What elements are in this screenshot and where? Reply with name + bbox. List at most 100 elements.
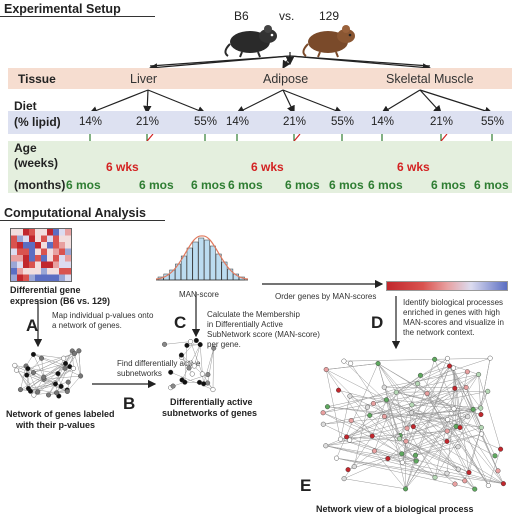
heatmap-cell: [29, 268, 35, 275]
heatmap-cell: [11, 229, 17, 236]
network-node: [417, 372, 423, 378]
network-edge: [343, 360, 459, 470]
heatmap-cell: [29, 229, 35, 236]
network-node: [71, 365, 77, 371]
network-edge: [327, 374, 479, 407]
arrow-to-muscle: [289, 55, 432, 72]
tissue-label: Tissue: [18, 72, 56, 86]
network-edge: [181, 344, 201, 381]
network-edge: [488, 449, 501, 486]
network-edge: [402, 358, 448, 463]
network-node: [71, 350, 77, 356]
network-edge: [434, 359, 489, 486]
network-node: [455, 444, 461, 450]
heatmap-cell: [53, 274, 59, 281]
heatmap-cell: [53, 229, 59, 236]
muscle-6wks: 6 wks: [397, 160, 430, 174]
network-node: [444, 355, 450, 361]
network-edge: [415, 433, 482, 456]
network-edge: [426, 393, 489, 486]
diet-liver-21: 21%: [136, 116, 160, 128]
heatmap-cell: [47, 235, 53, 242]
histogram-bar: [198, 237, 205, 281]
step-c-text-line3: SubNetwork score (MAN-score): [207, 330, 320, 339]
network-edge: [455, 426, 504, 484]
network-edge: [164, 341, 191, 345]
heatmap-cell: [23, 229, 29, 236]
heatmap-cell: [59, 261, 65, 268]
expression-heatmap: [10, 228, 72, 282]
network-edge: [194, 344, 201, 367]
heatmap-cell: [23, 235, 29, 242]
heatmap-cell: [23, 255, 29, 262]
b6-mouse-icon: [222, 18, 282, 58]
diet-adipose-14: 14%: [226, 116, 250, 128]
step-c-text-line4: per gene.: [207, 340, 241, 349]
muscle-21-6mos: 6 mos: [431, 178, 466, 192]
network-edge: [20, 365, 27, 390]
network-node: [65, 379, 71, 385]
network-node: [410, 424, 416, 430]
network-node: [61, 355, 67, 361]
network-edge: [344, 478, 406, 490]
network-node: [383, 397, 389, 403]
heatmap-cell: [47, 274, 53, 281]
network-node: [64, 388, 70, 394]
histogram-bar: [204, 239, 210, 281]
heatmap-cell: [65, 255, 71, 262]
network-node: [381, 384, 387, 390]
heatmap-cell: [35, 255, 41, 262]
network-node: [211, 345, 217, 351]
network-edge: [405, 409, 474, 490]
network-edge: [41, 358, 44, 378]
heatmap-cell: [53, 248, 59, 255]
adipose-14-6mos: 6 mos: [228, 178, 263, 192]
network-edge: [396, 391, 474, 410]
heatmap-cell: [35, 248, 41, 255]
network-node: [54, 390, 60, 396]
network-edge: [181, 340, 197, 358]
step-a-text-line1: Map individual p-values onto: [52, 311, 154, 320]
heatmap-cell: [23, 274, 29, 281]
diet-band: [8, 111, 512, 134]
heatmap-cell: [11, 235, 17, 242]
network-edge: [74, 353, 81, 377]
network-edge: [369, 358, 448, 416]
network-edge: [37, 363, 66, 393]
heatmap-cell: [17, 268, 23, 275]
network-node: [188, 339, 194, 345]
network-caption-line1: Network of genes labeled: [6, 409, 115, 419]
network-node: [404, 425, 410, 431]
network-node: [58, 383, 64, 389]
heatmap-cell: [59, 229, 65, 236]
heatmap-cell: [65, 242, 71, 249]
network-node: [205, 372, 211, 378]
network-node: [62, 365, 68, 371]
network-edge: [323, 412, 470, 473]
network-node: [323, 443, 329, 449]
step-d-letter: D: [371, 313, 384, 332]
network-node: [348, 418, 354, 424]
network-node: [451, 406, 457, 412]
arrow-tissue-0-diet-1: [143, 89, 152, 115]
network-node: [197, 342, 203, 348]
arrow-to-liver: [148, 55, 291, 72]
step-a-letter: A: [26, 316, 39, 335]
diet-muscle-21: 21%: [430, 116, 454, 128]
arrow-tissue-1-diet-2: [282, 89, 344, 115]
man-score-histogram: [152, 232, 252, 287]
network-node: [455, 466, 461, 472]
network-edge: [181, 354, 203, 375]
network-edge: [348, 427, 482, 470]
network-node: [412, 452, 418, 458]
network-edge: [33, 354, 64, 359]
network-node: [385, 456, 391, 462]
heatmap-cell: [29, 261, 35, 268]
network-node: [485, 483, 491, 489]
histogram-bar: [209, 245, 216, 281]
heatmap-cell: [11, 268, 17, 275]
step-b-text-line2: subnetworks: [117, 369, 162, 378]
tissue-adipose: Adipose: [263, 72, 309, 86]
network-edge: [343, 357, 491, 362]
tissue-band: [8, 68, 512, 89]
